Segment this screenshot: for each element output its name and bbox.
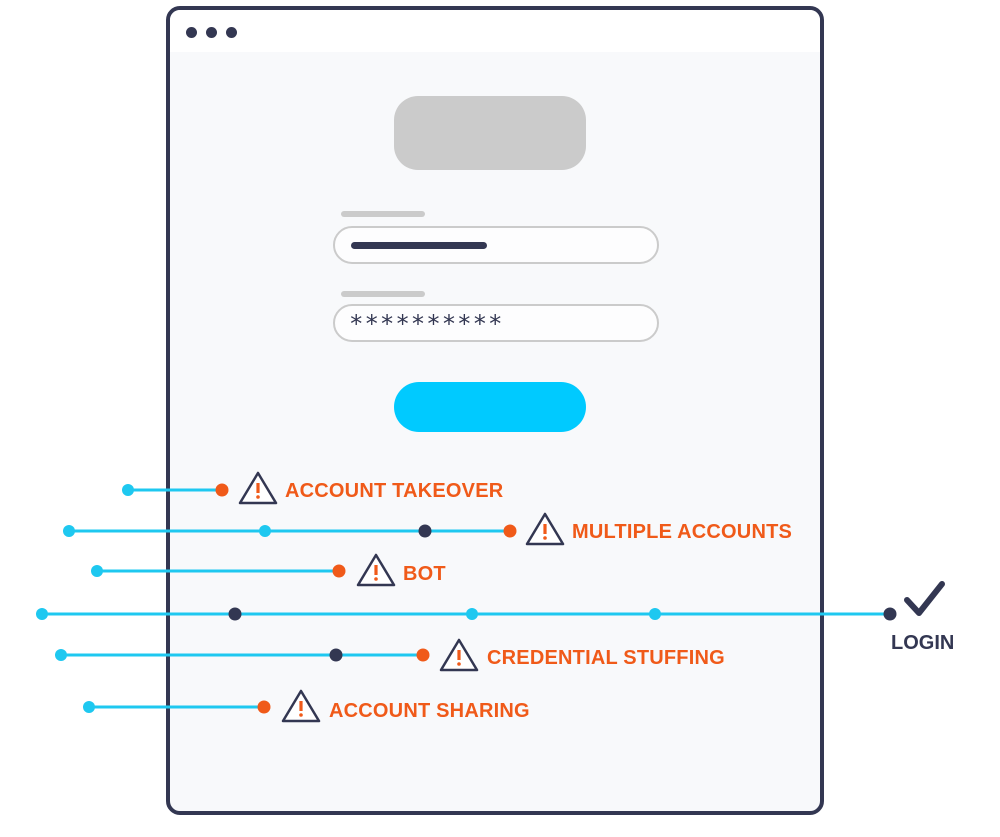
- flow-node: [418, 524, 432, 538]
- threat-label-account-sharing: ACCOUNT SHARING: [329, 700, 530, 722]
- flow-bot: [91, 553, 396, 587]
- password-label-placeholder: [341, 291, 425, 297]
- flow-node: [259, 525, 271, 537]
- threat-node: [416, 648, 430, 662]
- login-label: LOGIN: [891, 632, 955, 654]
- warning-icon: [281, 689, 321, 723]
- threat-label-account-takeover: ACCOUNT TAKEOVER: [285, 480, 504, 502]
- flow-multiple-accounts: [63, 512, 565, 546]
- threat-node: [332, 564, 346, 578]
- flow-credential-stuffing: [55, 638, 479, 672]
- login-button[interactable]: [394, 382, 586, 432]
- flow-login: [36, 581, 945, 621]
- username-value-placeholder: [351, 242, 487, 249]
- threat-node: [503, 524, 517, 538]
- flow-node: [91, 565, 103, 577]
- flow-node: [83, 701, 95, 713]
- username-label-placeholder: [341, 211, 425, 217]
- password-mask: **********: [349, 310, 504, 338]
- threat-label-bot: BOT: [403, 563, 446, 585]
- flow-node: [55, 649, 67, 661]
- threat-label-credential-stuffing: CREDENTIAL STUFFING: [487, 647, 725, 669]
- flow-node: [63, 525, 75, 537]
- browser-window: **********: [166, 6, 824, 815]
- warning-icon: [439, 638, 479, 672]
- threat-node: [257, 700, 271, 714]
- warning-icon: [356, 553, 396, 587]
- flow-node: [649, 608, 661, 620]
- warning-icon: [525, 512, 565, 546]
- flow-node: [466, 608, 478, 620]
- checkmark-icon: [904, 581, 945, 616]
- flow-node: [36, 608, 48, 620]
- flow-node: [122, 484, 134, 496]
- flow-node: [228, 607, 242, 621]
- window-dot: [206, 27, 217, 38]
- window-dot: [226, 27, 237, 38]
- threat-node: [215, 483, 229, 497]
- password-field[interactable]: **********: [333, 304, 659, 342]
- flow-account-takeover: [122, 471, 278, 505]
- flow-node: [329, 648, 343, 662]
- flow-account-sharing: [83, 689, 321, 723]
- logo-placeholder: [394, 96, 586, 170]
- window-dot: [186, 27, 197, 38]
- threat-label-multiple-accounts: MULTIPLE ACCOUNTS: [572, 521, 793, 543]
- username-field[interactable]: [333, 226, 659, 264]
- window-titlebar: [170, 10, 820, 52]
- success-node: [883, 607, 897, 621]
- warning-icon: [238, 471, 278, 505]
